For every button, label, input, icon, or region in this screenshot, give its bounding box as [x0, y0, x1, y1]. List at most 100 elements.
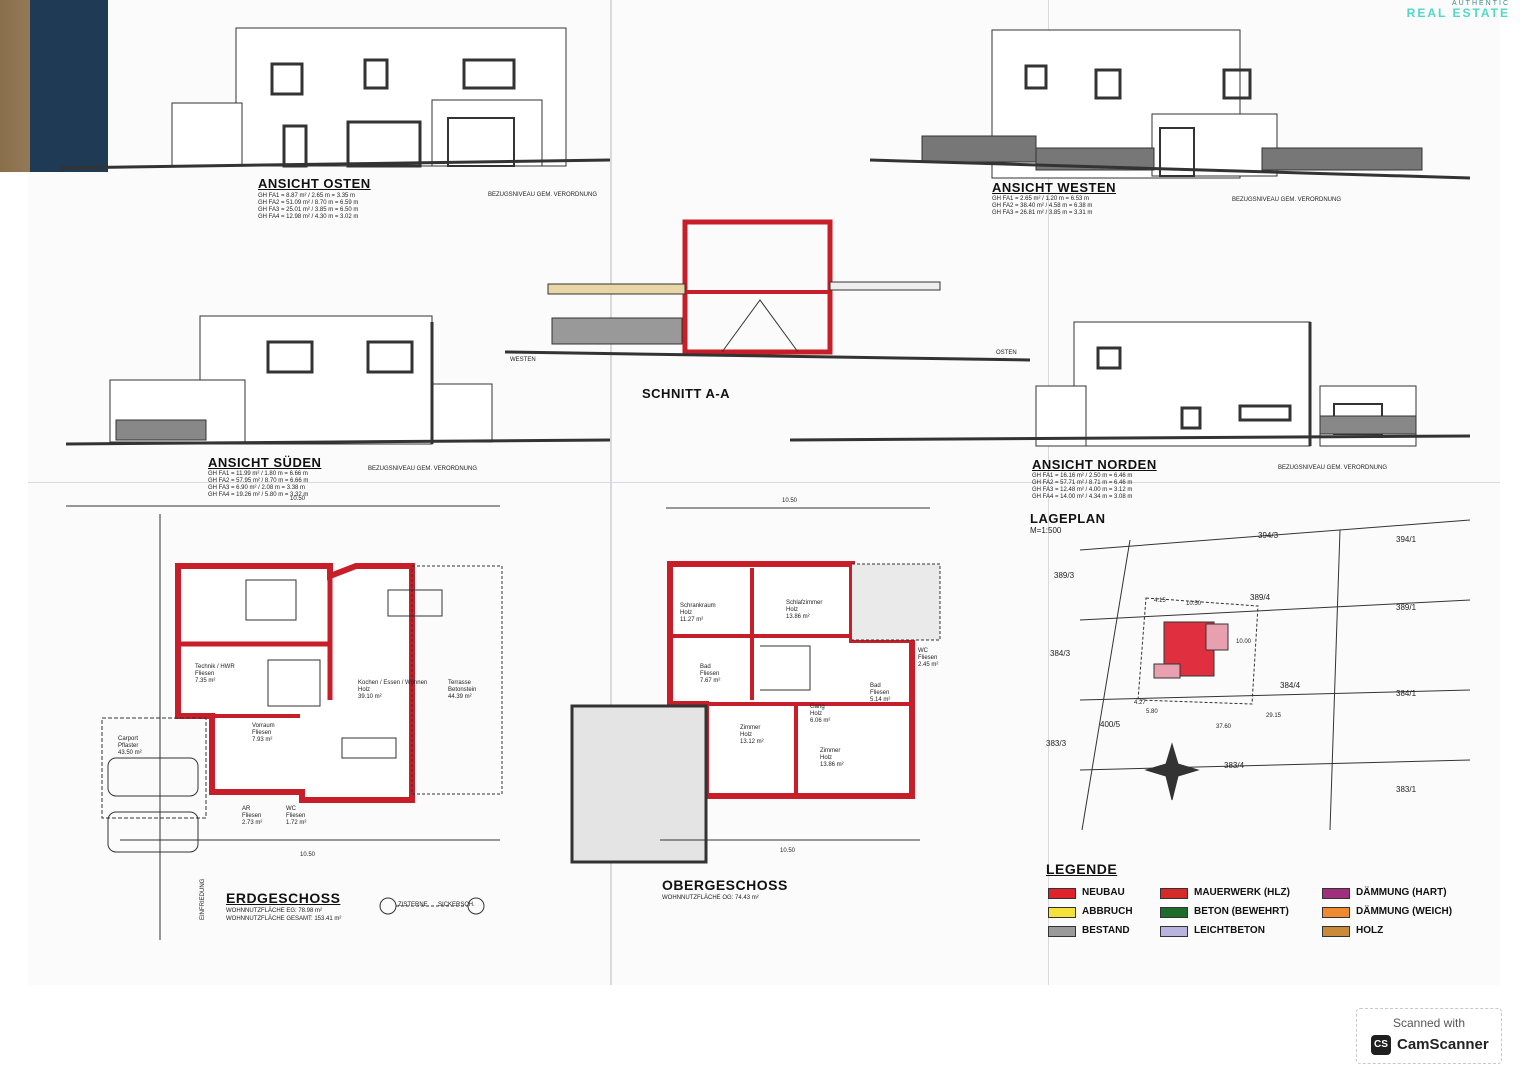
section-right-label: OSTEN — [996, 350, 1017, 356]
west-line-1: GH FA1 = 2.65 m² / 1.20 m = 6.53 m — [992, 196, 1090, 202]
eg-bottom-dim: 10.50 — [300, 852, 316, 858]
legend-swatch-mauerwerk — [1160, 888, 1188, 899]
east-line-2: GH FA2 = 51.09 m² / 8.70 m = 6.59 m — [258, 200, 359, 206]
title-ansicht-sueden: ANSICHT SÜDEN — [208, 455, 322, 470]
fold-horizontal — [28, 482, 1500, 483]
fold-vertical-2 — [1048, 0, 1049, 985]
eg-top-dim: 10.50 — [290, 496, 306, 502]
legend-swatch-daemmung-hart — [1322, 888, 1350, 899]
brand-logo: AUTHENTIC REAL ESTATE — [1407, 0, 1510, 20]
legend-title: LEGENDE — [1046, 861, 1118, 877]
legend-label-mauerwerk: MAUERWERK (HLZ) — [1194, 887, 1290, 898]
title-ansicht-norden: ANSICHT NORDEN — [1032, 457, 1157, 472]
north-ref: BEZUGSNIVEAU GEM. VERORDNUNG — [1278, 465, 1388, 471]
lageplan-dim-5: 4.15 — [1154, 598, 1166, 604]
lageplan-dim-4: 29.15 — [1266, 713, 1282, 719]
brand-line2: REAL ESTATE — [1406, 6, 1510, 20]
parcel-389-3: 389/3 — [1054, 571, 1075, 580]
brand-line1: AUTHENTIC — [1451, 0, 1510, 7]
title-obergeschoss: OBERGESCHOSS — [662, 877, 788, 893]
west-ref: BEZUGSNIVEAU GEM. VERORDNUNG — [1232, 197, 1342, 203]
east-line-3: GH FA3 = 25.01 m² / 3.85 m = 6.50 m — [258, 207, 359, 213]
lageplan-dim-2: 10.00 — [1236, 639, 1252, 645]
og-bottom-dim: 10.50 — [780, 848, 796, 854]
legend-label-beton: BETON (BEWEHRT) — [1194, 906, 1289, 917]
north-line-3: GH FA3 = 12.48 m² / 4.00 m = 3.12 m — [1032, 487, 1133, 493]
east-line-4: GH FA4 = 12.98 m² / 4.30 m = 3.02 m — [258, 214, 359, 220]
upper-floor-plan — [570, 507, 941, 864]
west-line-3: GH FA3 = 26.81 m² / 3.85 m = 3.31 m — [992, 210, 1093, 216]
east-line-1: GH FA1 = 8.87 m² / 2.65 m = 3.35 m — [258, 193, 356, 199]
parcel-384-3: 384/3 — [1050, 649, 1071, 658]
lageplan-dim-7: 5.80 — [1146, 709, 1158, 715]
legend-label-daemmung-hart: DÄMMUNG (HART) — [1356, 887, 1447, 898]
eg-area-2: WOHNNUTZFLÄCHE GESAMT: 153.41 m² — [226, 916, 342, 922]
parcel-383-3: 383/3 — [1046, 739, 1067, 748]
south-line-4: GH FA4 = 19.26 m² / 5.80 m = 3.32 m — [208, 492, 309, 498]
parcel-394-3: 394/3 — [1258, 531, 1279, 540]
scan-background — [30, 0, 108, 172]
lageplan-scale: M=1:500 — [1030, 526, 1062, 535]
legend-swatch-beton — [1160, 907, 1188, 918]
parcel-400-5: 400/5 — [1100, 720, 1121, 729]
og-top-dim: 10.50 — [782, 498, 798, 504]
legend-swatch-abbruch — [1048, 907, 1076, 918]
legend-swatch-leichtbeton — [1160, 926, 1188, 937]
camscanner-line1: Scanned with — [1392, 1016, 1466, 1030]
south-line-1: GH FA1 = 11.99 m² / 1.80 m = 6.66 m — [208, 471, 308, 477]
eg-sickerschacht: SICKERSCH. — [438, 902, 475, 908]
elevation-east — [59, 27, 611, 170]
fold-vertical — [610, 0, 612, 985]
legend-label-holz: HOLZ — [1356, 925, 1384, 936]
parcel-389-1: 389/1 — [1396, 603, 1417, 612]
title-erdgeschoss: ERDGESCHOSS — [226, 890, 341, 906]
ground-floor-plan — [66, 505, 503, 940]
sheet-edge — [28, 172, 68, 372]
legend-swatch-neubau — [1048, 888, 1076, 899]
title-ansicht-osten: ANSICHT OSTEN — [258, 176, 371, 191]
elevation-north — [789, 321, 1471, 447]
legend-swatch-daemmung-weich — [1322, 907, 1350, 918]
section-a-a — [504, 219, 1031, 362]
camscanner-line2: CamScanner — [1397, 1036, 1489, 1053]
legend-label-daemmung-weich: DÄMMUNG (WEICH) — [1356, 906, 1453, 917]
north-line-4: GH FA4 = 14.00 m² / 4.34 m = 3.08 m — [1032, 494, 1133, 500]
north-line-1: GH FA1 = 16.16 m² / 2.50 m = 6.46 m — [1032, 473, 1133, 479]
og-area: WOHNNUTZFLÄCHE OG: 74.43 m² — [662, 895, 759, 901]
parcel-383-1: 383/1 — [1396, 785, 1417, 794]
south-line-2: GH FA2 = 57.95 m² / 8.70 m = 6.66 m — [208, 478, 309, 484]
legend-swatch-holz — [1322, 926, 1350, 937]
eg-zisterne: ZISTERNE — [398, 902, 428, 908]
eg-einfriedung: EINFRIEDUNG — [200, 878, 206, 920]
legend-label-abbruch: ABBRUCH — [1082, 906, 1133, 917]
north-line-2: GH FA2 = 57.71 m² / 8.71 m = 6.46 m — [1032, 480, 1133, 486]
lageplan-dim-6: 4.27 — [1134, 700, 1146, 706]
eg-area-1: WOHNNUTZFLÄCHE EG: 78.98 m² — [226, 908, 323, 914]
parcel-383-4: 383/4 — [1224, 761, 1245, 770]
parcel-384-1: 384/1 — [1396, 689, 1417, 698]
section-left-label: WESTEN — [510, 357, 536, 363]
legend-label-neubau: NEUBAU — [1082, 887, 1125, 898]
lageplan-dim-1: 10.50 — [1186, 601, 1202, 607]
camscanner-logo-icon: CS — [1371, 1035, 1391, 1055]
title-lageplan: LAGEPLAN — [1030, 511, 1106, 526]
elevation-south — [65, 315, 611, 446]
title-schnitt: SCHNITT A-A — [642, 386, 731, 401]
east-ref: BEZUGSNIVEAU GEM. VERORDNUNG — [488, 192, 598, 198]
legend-label-bestand: BESTAND — [1082, 925, 1130, 936]
